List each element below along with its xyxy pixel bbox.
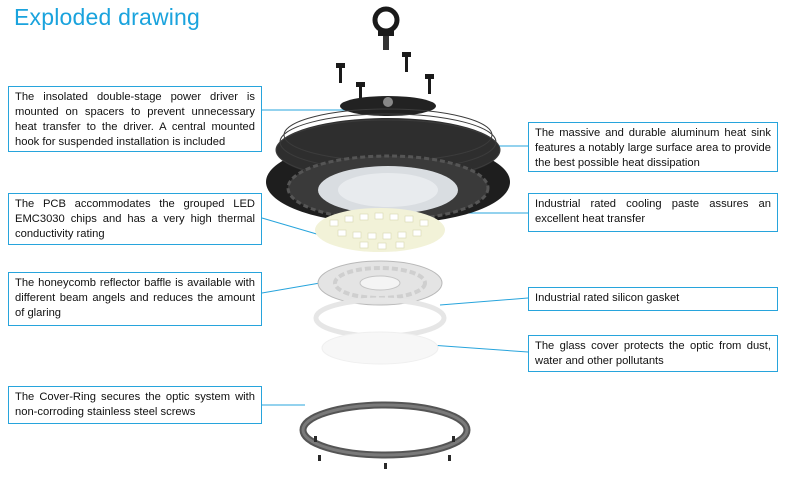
- callout-heatsink: The massive and durable aluminum heat si…: [528, 122, 778, 172]
- top-screws: [336, 52, 434, 102]
- callout-ring: The Cover-Ring secures the optic system …: [8, 386, 262, 424]
- diagram-title: Exploded drawing: [14, 4, 201, 30]
- callout-pcb-text: The PCB accommodates the grouped LED EMC…: [15, 198, 255, 240]
- callout-reflector-text: The honeycomb reflector baffle is availa…: [15, 277, 255, 319]
- reflector-baffle: [317, 260, 443, 306]
- hook-icon: [372, 6, 400, 50]
- cover-ring: [299, 401, 471, 459]
- heat-sink: [266, 96, 510, 224]
- callout-heatsink-text: The massive and durable aluminum heat si…: [535, 127, 771, 169]
- callout-glass-text: The glass cover protects the optic from …: [535, 340, 771, 367]
- callout-gasket-text: Industrial rated silicon gasket: [535, 292, 680, 304]
- callout-reflector: The honeycomb reflector baffle is availa…: [8, 272, 262, 326]
- bottom-screws: [314, 436, 455, 469]
- callout-glass: The glass cover protects the optic from …: [528, 335, 778, 372]
- callout-driver: The insolated double-stage power driver …: [8, 86, 262, 152]
- callout-gasket: Industrial rated silicon gasket: [528, 287, 778, 311]
- callout-paste-text: Industrial rated cooling paste assures a…: [535, 198, 771, 225]
- glass-cover: [321, 331, 439, 365]
- callout-paste: Industrial rated cooling paste assures a…: [528, 193, 778, 232]
- callout-driver-text: The insolated double-stage power driver …: [15, 91, 255, 148]
- callout-ring-text: The Cover-Ring secures the optic system …: [15, 391, 255, 418]
- led-pcb: [315, 208, 445, 252]
- callout-pcb: The PCB accommodates the grouped LED EMC…: [8, 193, 262, 245]
